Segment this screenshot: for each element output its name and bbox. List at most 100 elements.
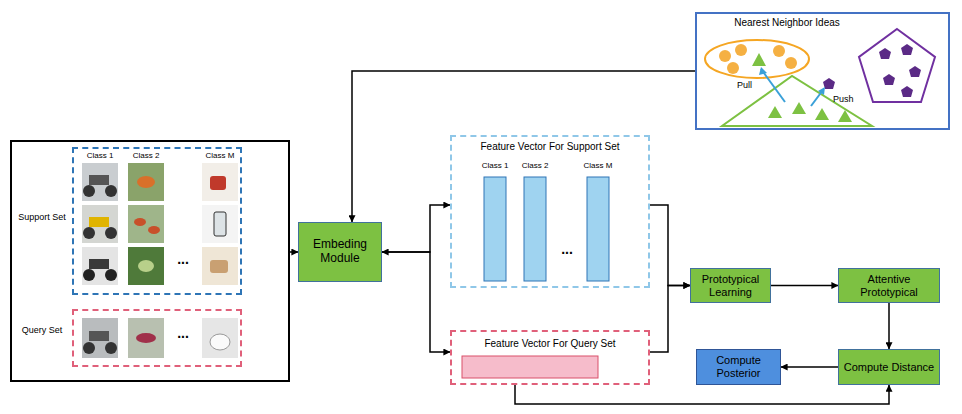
node-text: Class M [573,161,623,170]
connector [515,385,889,404]
pull-line [761,69,785,102]
feature-bar [524,177,546,281]
motorbike-body [89,217,109,227]
feature-bar [484,177,506,281]
node-text: Class 1 [470,161,520,170]
wheel [83,185,95,197]
sample-triangle [768,106,782,118]
motorbike-image [82,247,118,285]
sample-triangle [752,53,766,66]
motorbike-body [89,175,109,185]
node-text: Support Set [16,212,68,222]
connector [888,303,890,349]
push-head [818,87,825,95]
motorbike-image [82,318,118,358]
bird [137,176,155,188]
neighbor-panel: Nearest Neighbor IdeasPullPush [695,12,950,130]
query-feature-box: Feature Vector For Query Set [450,330,650,385]
sample-dot [727,62,739,74]
teapot-image [202,318,238,358]
connector [382,252,450,352]
wheel [105,269,117,281]
node-text: Class M [198,151,242,160]
jar [214,212,226,236]
connector [290,251,298,253]
sample-pentagon [901,44,913,55]
wheel [105,185,117,197]
process-box: Embeding Module [298,222,382,282]
node-text: Feature Vector For Support Set [452,141,648,153]
cup [210,176,226,190]
node-text: Feature Vector For Query Set [452,338,648,350]
node-text: Nearest Neighbor Ideas [727,17,847,29]
support-images [82,163,238,285]
wheel [105,227,117,239]
sample-pentagon [909,66,921,77]
teapot [210,334,230,350]
node-text: Class 1 [78,151,122,160]
output-box: Compute Posterior [696,349,781,385]
jar-image [202,205,238,243]
sample-dot [735,44,747,56]
process-box: Prototypical Learning [690,268,771,303]
support-feature-box: Feature Vector For Support SetClass 1Cla… [450,135,650,288]
connector [650,286,690,353]
cup-image [202,247,238,285]
query-feature-bar [462,356,598,378]
class-triangle [722,76,872,126]
process-box: Compute Distance [838,349,940,385]
bird [134,218,146,226]
connector [771,285,838,287]
connector [650,205,690,286]
class-ellipse [705,40,809,78]
pull-head [759,67,767,75]
node-text: Class 2 [124,151,168,160]
node-text: Attentive Prototypical [839,273,939,298]
node-text: Query Set [16,325,68,335]
sample-dot [719,50,731,62]
bird [138,260,154,272]
push-label: Push [833,94,854,104]
connector [382,205,450,252]
cup-image [202,163,238,201]
support-set-box: Class 1Class 2 Class M... [72,147,242,295]
connector [781,366,838,368]
node-text: ... [168,325,198,341]
wheel [105,342,117,354]
bird [136,333,156,343]
sample-triangle [815,108,829,120]
bird-image [128,247,164,285]
bird-image [128,318,164,358]
class-pentagon [859,29,935,102]
motorbike-image [82,205,118,243]
sample-dot [773,45,785,57]
wheel [83,342,95,354]
sample-triangle [838,110,852,122]
wheel [83,269,95,281]
bird-image [128,163,164,201]
query-images [82,318,238,358]
bird [148,226,160,234]
node-text: Prototypical Learning [691,273,770,298]
bird-image [128,205,164,243]
sample-dot [785,57,797,69]
motorbike-body [89,259,109,269]
cup [210,260,228,273]
neighbor-illustration [705,29,935,126]
sample-triangle [792,102,806,114]
sample-pentagon [879,48,891,59]
input-panel: Support SetQuery SetClass 1Class 2Class … [10,140,290,382]
node-text: Embeding Module [299,238,381,266]
feature-bar [587,177,609,281]
node-text: Class 2 [510,161,560,170]
connector [352,71,695,222]
sample-pentagon [883,74,895,85]
node-text: ... [552,241,582,257]
node-text: ... [168,251,198,267]
node-text: Compute Distance [841,361,938,374]
motorbike-body [89,331,109,341]
wheel [83,227,95,239]
